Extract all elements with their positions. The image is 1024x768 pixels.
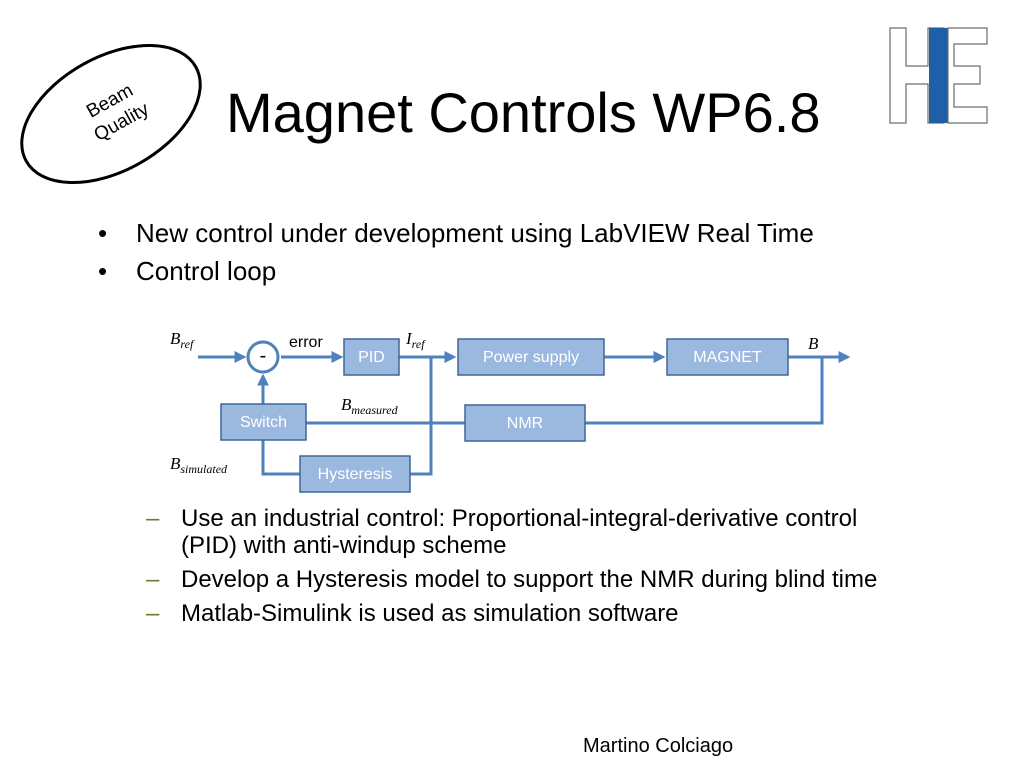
wire-bsimulated-to-hysteresis — [261, 440, 300, 476]
wire-iref-to-hysteresis — [410, 357, 433, 476]
he-logo — [889, 27, 988, 124]
badge-ellipse — [20, 43, 202, 185]
sub-bullet-item: Matlab-Simulink is used as simulation so… — [146, 600, 906, 627]
power-supply-block: Power supply — [457, 338, 605, 376]
nmr-block-label: NMR — [507, 415, 543, 432]
label-b-output: B — [808, 334, 819, 353]
magnet-block: MAGNET — [666, 338, 789, 376]
wire-output-to-nmr — [585, 357, 824, 425]
label-b-simulated: Bsimulated — [170, 454, 228, 476]
label-b-measured: Bmeasured — [341, 395, 399, 417]
pid-block-label: PID — [358, 349, 385, 366]
magnet-block-label: MAGNET — [693, 349, 762, 366]
bullet-item: Control loop — [96, 252, 814, 290]
summing-junction — [246, 340, 280, 374]
slide-title: Magnet Controls WP6.8 — [226, 81, 821, 144]
sub-bullet-item: Develop a Hysteresis model to support th… — [146, 566, 906, 593]
switch-block-label: Switch — [240, 414, 287, 431]
power-supply-block-label: Power supply — [483, 349, 579, 366]
sub-bullet-item: Use an industrial control: Proportional-… — [146, 505, 906, 559]
beam-quality-badge: Beam Quality — [0, 0, 220, 195]
nmr-block: NMR — [464, 404, 586, 442]
sub-bullet-list: Use an industrial control: Proportional-… — [146, 505, 906, 634]
switch-block: Switch — [220, 403, 307, 441]
main-bullet-list: New control under development using LabV… — [96, 214, 814, 290]
label-b-ref: Bref — [170, 329, 195, 351]
author-name: Martino Colciago — [583, 735, 734, 757]
hysteresis-block-label: Hysteresis — [318, 466, 393, 483]
pid-block: PID — [343, 338, 400, 376]
label-error: error — [289, 334, 323, 351]
summing-sign: - — [260, 345, 267, 367]
bullet-item: New control under development using LabV… — [96, 214, 814, 252]
label-i-ref: Iref — [405, 329, 426, 351]
logo-accent-bar — [929, 28, 948, 123]
hysteresis-block: Hysteresis — [299, 455, 411, 493]
